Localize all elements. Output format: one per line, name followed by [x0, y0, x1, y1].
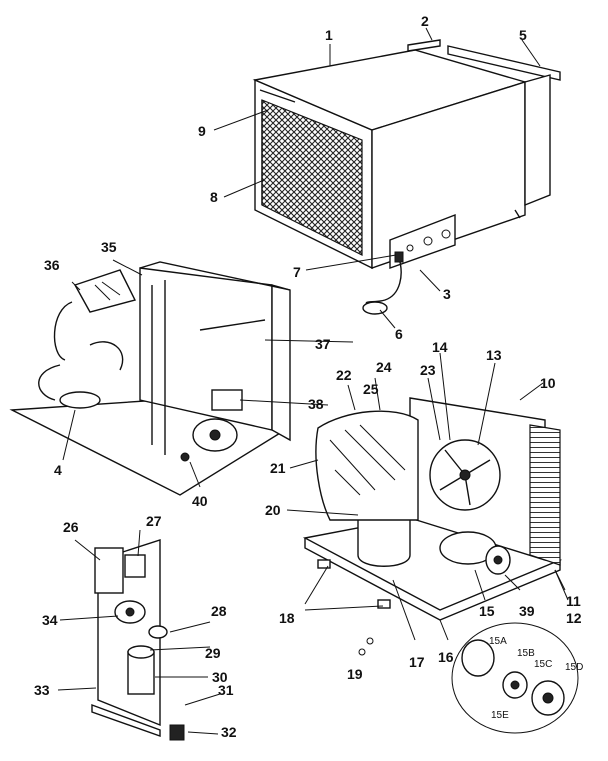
callout-24: 24 [376, 359, 392, 375]
compressor-base [302, 397, 563, 621]
callout-22: 22 [336, 367, 352, 383]
callout-2: 2 [421, 13, 429, 29]
callout-38: 38 [308, 396, 324, 412]
callout-8: 8 [210, 189, 218, 205]
callout-15c: 15C [534, 659, 553, 670]
callout-3: 3 [443, 286, 451, 302]
callout-18: 18 [279, 610, 295, 626]
callout-40: 40 [192, 493, 208, 509]
callout-11: 11 [566, 593, 581, 609]
callout-39: 39 [519, 603, 535, 619]
callout-16: 16 [438, 649, 454, 665]
gasket-panel-2 [407, 39, 441, 52]
callout-33: 33 [34, 682, 50, 698]
evaporator-chassis [9, 261, 291, 496]
callout-30: 30 [212, 669, 228, 685]
callout-19: 19 [347, 666, 363, 682]
callout-12: 12 [566, 610, 582, 626]
callout-27: 27 [146, 513, 162, 529]
callout-15: 15 [479, 603, 495, 619]
callout-4: 4 [54, 462, 62, 478]
callout-15a: 15A [489, 636, 507, 647]
callout-9: 9 [198, 123, 206, 139]
control-panel [91, 539, 185, 741]
callout-32: 32 [221, 724, 237, 740]
callout-17: 17 [409, 654, 425, 670]
screws [358, 637, 374, 656]
callout-6: 6 [395, 326, 403, 342]
callout-5: 5 [519, 27, 527, 43]
callout-31: 31 [218, 682, 234, 698]
back-panel-5 [447, 45, 561, 207]
callout-1: 1 [325, 27, 333, 43]
callout-15d: 15D [565, 662, 584, 673]
callout-28: 28 [211, 603, 227, 619]
callout-10: 10 [540, 375, 556, 391]
callout-37: 37 [315, 336, 331, 352]
cabinet [252, 49, 528, 270]
callout-36: 36 [44, 257, 60, 273]
callout-23: 23 [420, 362, 436, 378]
callout-26: 26 [63, 519, 79, 535]
callout-13: 13 [486, 347, 502, 363]
callout-20: 20 [265, 502, 281, 518]
callout-14: 14 [432, 339, 448, 355]
callout-35: 35 [101, 239, 117, 255]
callout-21: 21 [270, 460, 286, 476]
motor-parts-detail [451, 622, 579, 734]
leader-lines [57, 27, 569, 735]
callout-15e: 15E [491, 710, 509, 721]
callout-29: 29 [205, 645, 221, 661]
callout-7: 7 [293, 264, 301, 280]
callout-15b: 15B [517, 648, 535, 659]
callout-34: 34 [42, 612, 58, 628]
callout-25: 25 [363, 381, 379, 397]
